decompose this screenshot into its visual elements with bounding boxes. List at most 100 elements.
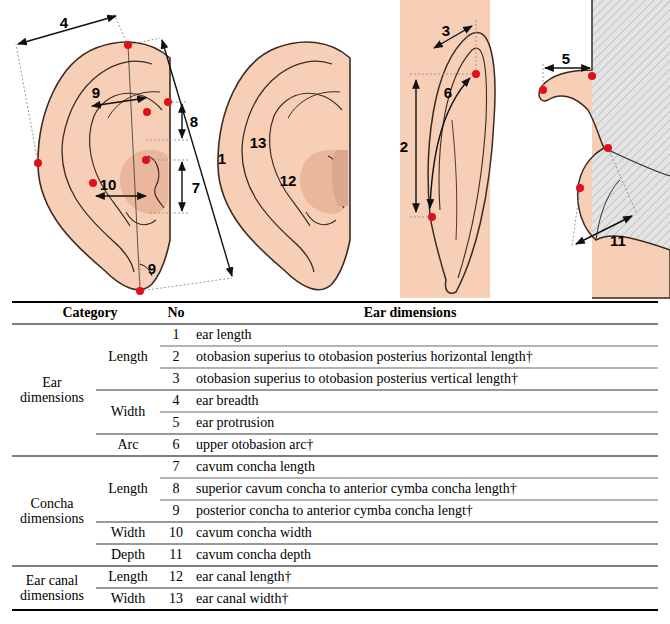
category-cell: Ear canal dimensions [10, 573, 94, 604]
subcategory-cell: Width [111, 591, 145, 606]
drawing-part [452, 120, 457, 240]
drawing-part [96, 390, 658, 391]
drawing-part [439, 48, 486, 278]
callout-number: 8 [190, 114, 198, 129]
drawing-part [604, 148, 670, 176]
drawing-part [96, 434, 658, 435]
drawing-part [576, 184, 584, 192]
dimension-cell: cavum concha width [196, 525, 312, 540]
drawing-part [218, 42, 350, 290]
callout-number: 9 [92, 85, 100, 100]
drawing-part [89, 179, 97, 187]
drawing-part [410, 74, 476, 75]
drawing-part [146, 140, 188, 141]
dimension-cell: otobasion superius to otobasion posteriu… [196, 349, 533, 364]
callout-number: 13 [250, 135, 267, 150]
callout-number: 7 [192, 180, 200, 195]
subcategory-cell: Arc [118, 437, 139, 452]
number-cell: 1 [173, 327, 180, 342]
subcategory-cell: Width [111, 525, 145, 540]
drawing-part [430, 78, 470, 208]
drawing-part [164, 98, 172, 106]
dimension-arrows [416, 26, 472, 212]
drawing-part [472, 70, 480, 78]
subcategory-cell: Depth [111, 547, 145, 562]
dimension-cell: cavum concha length [196, 459, 315, 474]
drawing-part [160, 500, 658, 501]
drawing-part [572, 188, 580, 246]
drawing-part [543, 62, 544, 90]
number-cell: 12 [169, 569, 183, 584]
drawing-part [181, 162, 182, 211]
dimension-cell: ear protrusion [196, 415, 274, 430]
drawing-part [12, 455, 658, 456]
dimension-cell: ear breadth [196, 393, 259, 408]
drawing-part [150, 213, 188, 214]
drawing-part [604, 144, 612, 152]
dimension-cell: ear canal length† [196, 569, 292, 584]
guide-lines [410, 20, 476, 217]
drawing-part [608, 148, 636, 212]
category-cell: Ear dimensions [10, 375, 94, 406]
table-header: No [167, 305, 184, 320]
callout-number: 12 [280, 173, 297, 188]
callout-number: 5 [562, 51, 570, 66]
number-cell: 7 [173, 459, 180, 474]
drawing-part [96, 588, 658, 589]
dimension-arrows [545, 68, 632, 244]
guide-lines [543, 62, 636, 246]
drawing-part [16, 44, 38, 163]
number-cell: 11 [169, 547, 182, 562]
callout-number: 10 [100, 177, 117, 192]
drawing-part [160, 346, 658, 347]
subcategory-cell: Length [108, 481, 148, 496]
drawing-part [146, 160, 188, 161]
drawing-part [545, 67, 590, 68]
drawing-part [114, 14, 128, 45]
ear-front [218, 42, 350, 290]
axis-line [128, 45, 140, 291]
drawing-part [142, 156, 150, 164]
number-cell: 3 [173, 371, 180, 386]
subcategory-cell: Length [108, 349, 148, 364]
dimension-cell: otobasion superius to otobasion posteriu… [196, 371, 518, 386]
drawing-part [476, 20, 477, 74]
drawing-part [181, 104, 182, 138]
drawing-part [588, 72, 596, 80]
drawing-part [332, 150, 348, 206]
table-header: Category [62, 305, 117, 320]
number-cell: 2 [173, 349, 180, 364]
drawing-part [140, 278, 232, 291]
subcategory-cell: Length [108, 569, 148, 584]
drawing-part [539, 86, 547, 94]
subcategory-cell: Width [111, 404, 145, 419]
ear-rear [428, 32, 495, 293]
landmark-dots [34, 41, 612, 295]
drawing-part [12, 323, 658, 324]
guide-lines [16, 14, 232, 291]
number-cell: 4 [173, 393, 180, 408]
drawing-part [160, 478, 658, 479]
dimension-cell: cavum concha depth [196, 547, 311, 562]
drawing-part [434, 26, 472, 48]
callout-number: 4 [60, 15, 68, 30]
drawing-part [160, 412, 658, 413]
drawing-part [96, 522, 658, 523]
dimension-cell: ear canal width† [196, 591, 289, 606]
drawing-part [12, 565, 658, 566]
drawing-part [12, 301, 658, 303]
drawing-part [34, 159, 42, 167]
number-cell: 10 [169, 525, 183, 540]
dimension-cell: ear length [196, 327, 252, 342]
drawing-part [415, 80, 416, 212]
drawing-part [160, 368, 658, 369]
drawing-part [96, 195, 146, 196]
callout-number: 9 [148, 261, 156, 276]
ear-front [38, 42, 170, 290]
callout-number: 3 [442, 23, 450, 38]
table-header: Ear dimensions [364, 305, 457, 320]
drawing-part [12, 609, 658, 611]
drawing-part [596, 180, 620, 240]
callout-number: 11 [610, 233, 626, 248]
